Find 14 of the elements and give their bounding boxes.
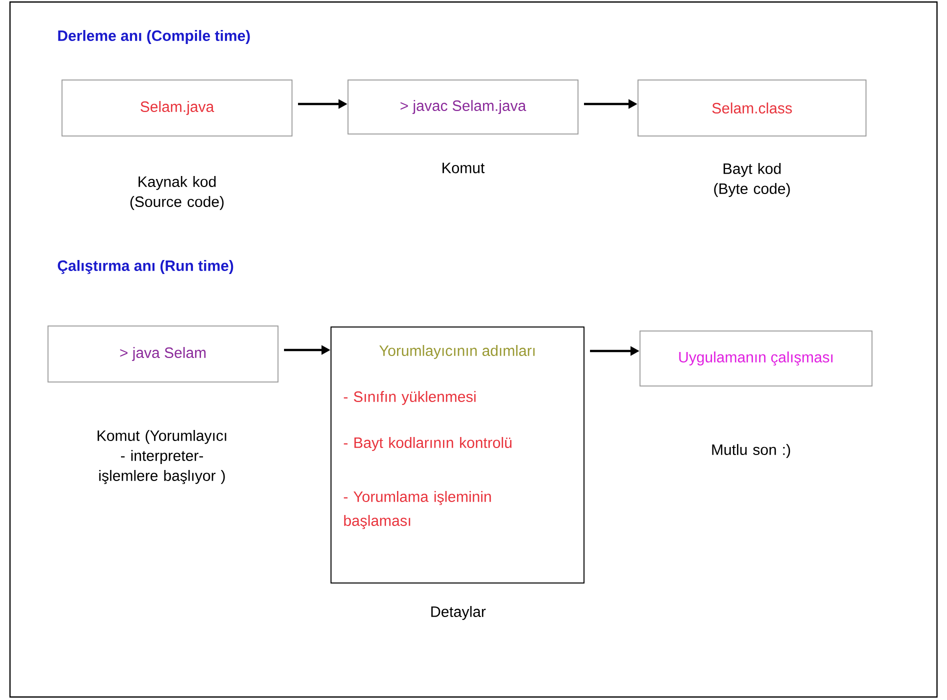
node-label: Detaylar xyxy=(431,606,486,620)
section-heading: Çalıştırma anı (Run time) xyxy=(58,260,234,274)
process-box: > java Selam xyxy=(48,326,278,382)
node-label: Komut (Yorumlayıcı - interpreter- işlemlere başlıyor ) xyxy=(98,430,226,484)
node-label: Kaynak kod (Source code) xyxy=(130,176,224,210)
process-box: Selam.class xyxy=(638,80,866,136)
section-heading: Derleme anı (Compile time) xyxy=(58,30,250,44)
node-label: Mutlu son :) xyxy=(712,444,790,458)
process-box: Selam.java xyxy=(62,80,292,136)
node-label: Bayt kod (Byte code) xyxy=(714,163,790,197)
process-box: Uygulamanın çalışması xyxy=(640,330,872,386)
node-label: Komut xyxy=(442,162,485,174)
process-box: > javac Selam.java xyxy=(348,80,578,134)
steps-box: Yorumlayıcının adımları - Sınıfın yüklenmesi - Bayt kodlarının kontrolü - Yorumlama işleminin başlaması xyxy=(330,326,584,584)
